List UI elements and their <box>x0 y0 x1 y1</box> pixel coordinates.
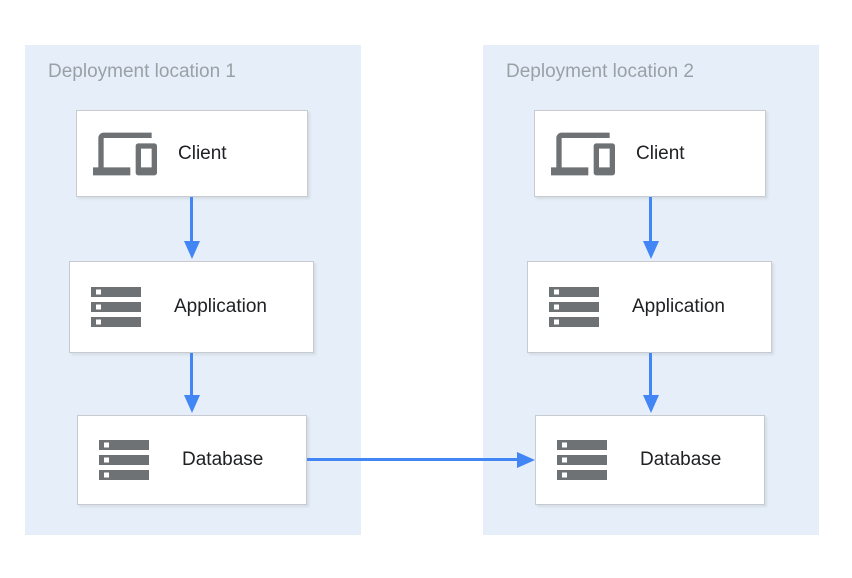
node-application-1: Application <box>69 261 314 353</box>
node-label-database-2: Database <box>640 449 722 470</box>
node-label-database-1: Database <box>182 449 264 470</box>
arrow-head-down-icon <box>184 241 200 259</box>
deployment-location-1-panel: Deployment location 1 Client Application <box>25 45 361 535</box>
node-client-2: Client <box>534 110 766 197</box>
arrow-head-down-icon <box>643 241 659 259</box>
devices-icon <box>551 122 615 186</box>
arrow-line <box>190 197 193 241</box>
arrow-head-right-icon <box>517 452 535 468</box>
node-application-2: Application <box>527 261 772 353</box>
arrow-line <box>649 197 652 241</box>
deployment-location-1-title: Deployment location 1 <box>48 61 236 82</box>
node-database-2: Database <box>535 415 765 505</box>
devices-icon <box>93 122 157 186</box>
node-label-client-2: Client <box>636 142 685 164</box>
arrow-line <box>649 353 652 395</box>
node-client-1: Client <box>76 110 308 197</box>
arrow-line <box>190 353 193 395</box>
node-label-client-1: Client <box>178 142 227 164</box>
arrow-line <box>307 458 517 461</box>
deployment-location-2-panel: Deployment location 2 Client Application <box>483 45 819 535</box>
deployment-location-2-title: Deployment location 2 <box>506 61 694 82</box>
storage-icon <box>94 430 154 490</box>
storage-icon <box>544 277 604 337</box>
arrow-head-down-icon <box>643 395 659 413</box>
node-database-1: Database <box>77 415 307 505</box>
storage-icon <box>552 430 612 490</box>
node-label-application-1: Application <box>174 296 267 317</box>
arrow-head-down-icon <box>184 395 200 413</box>
node-label-application-2: Application <box>632 296 725 317</box>
storage-icon <box>86 277 146 337</box>
